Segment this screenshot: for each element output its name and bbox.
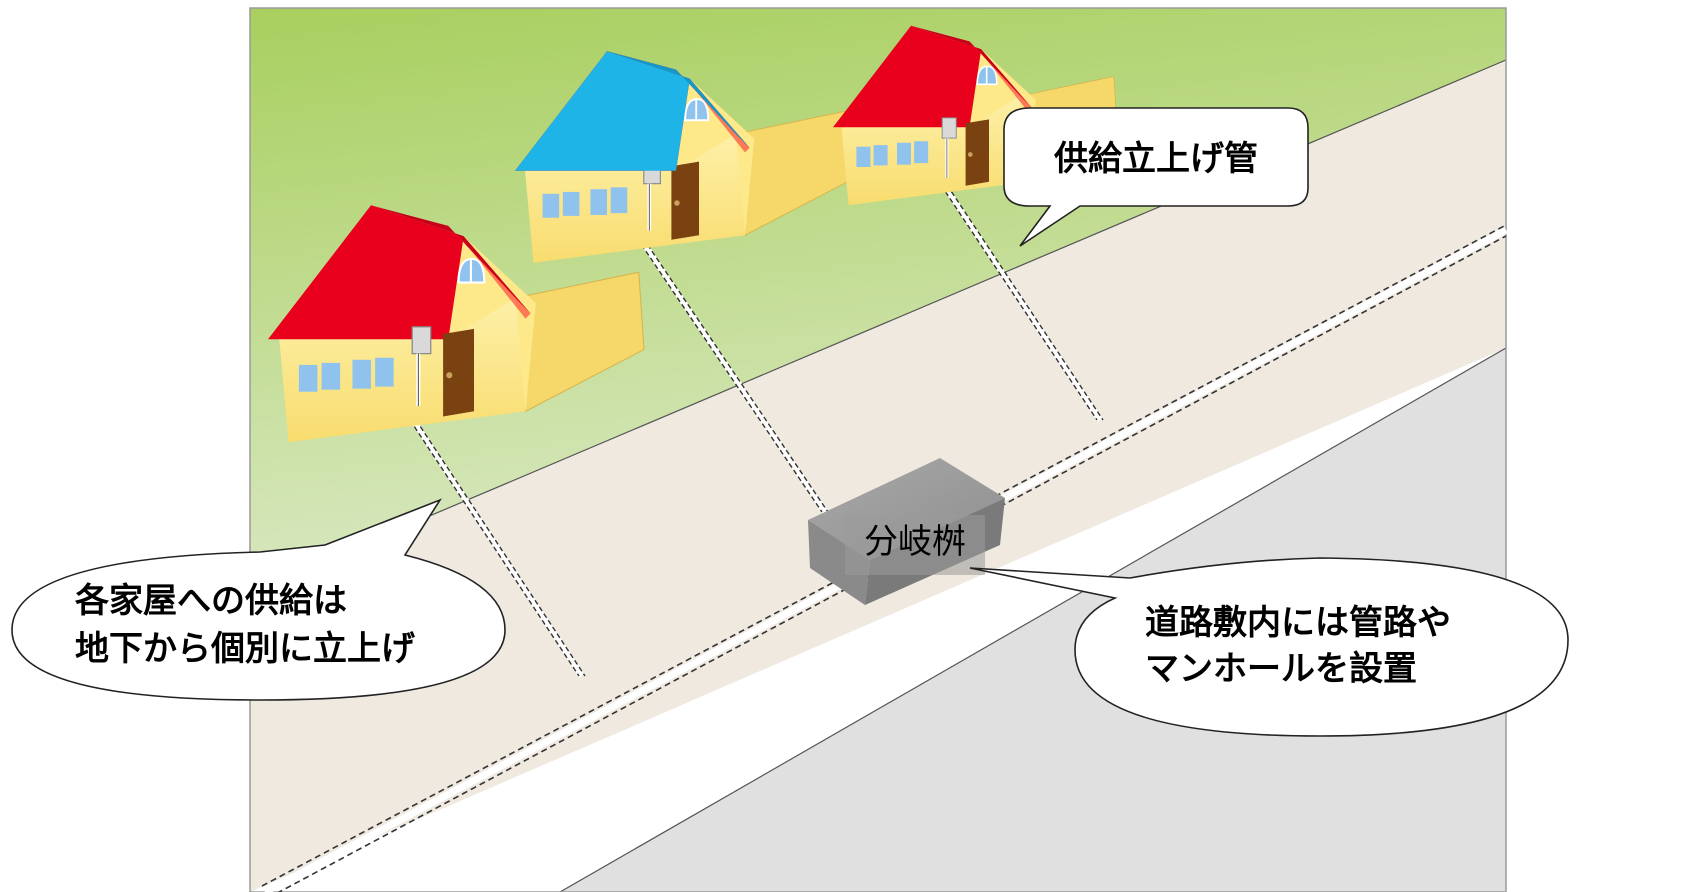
house-supply-line-1: 各家屋への供給は xyxy=(75,581,347,621)
road-line-1: 道路敷内には管路や xyxy=(1145,603,1451,643)
house-supply-callout: 各家屋への供給は 地下から個別に立上げ xyxy=(11,498,506,701)
riser-callout-text: 供給立上げ管 xyxy=(1053,139,1258,179)
riser-callout: 供給立上げ管 xyxy=(1003,107,1309,247)
road-line-2: マンホールを設置 xyxy=(1145,649,1417,689)
sidewalk xyxy=(250,60,1506,892)
service-pipes xyxy=(409,183,1104,678)
branch-box-icon: 分岐桝 xyxy=(808,458,1005,605)
house-supply-line-2: 地下から個別に立上げ xyxy=(75,629,415,669)
branch-box-label: 分岐桝 xyxy=(864,522,966,562)
road-callout: 道路敷内には管路や マンホールを設置 xyxy=(969,557,1569,737)
